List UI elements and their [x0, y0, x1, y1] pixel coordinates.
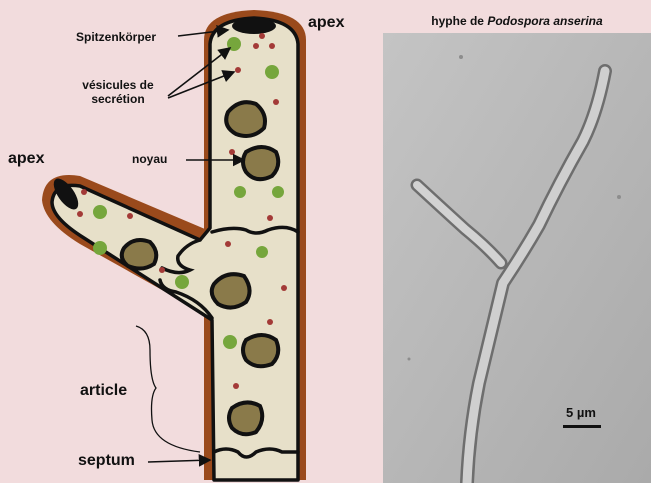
micrograph-title: hyphe de Podospora anserina — [383, 14, 651, 28]
article-label: article — [80, 382, 127, 400]
nucleus — [212, 274, 250, 307]
red-vesicle — [281, 285, 287, 291]
spitzenkorper-top — [232, 18, 276, 34]
green-vesicle — [93, 241, 107, 255]
green-vesicle — [93, 205, 107, 219]
nucleus — [229, 402, 262, 434]
vesicules-line1: vésicules de — [68, 78, 168, 92]
red-vesicle — [267, 319, 273, 325]
red-vesicle — [269, 43, 275, 49]
red-vesicle — [253, 43, 259, 49]
green-vesicle — [272, 186, 284, 198]
green-vesicle — [175, 275, 189, 289]
red-vesicle — [159, 267, 165, 273]
red-vesicle — [77, 211, 83, 217]
septum-label: septum — [78, 452, 135, 470]
article-bracket — [136, 326, 200, 452]
scale-bar — [563, 425, 601, 428]
red-vesicle — [81, 189, 87, 195]
apex-top-label: apex — [308, 14, 344, 32]
nucleus — [226, 102, 265, 136]
micrograph-title-prefix: hyphe de — [431, 14, 487, 28]
green-vesicle — [223, 335, 237, 349]
micrograph-title-species: Podospora anserina — [487, 14, 602, 28]
spitzenkorper-label: Spitzenkörper — [76, 30, 156, 44]
nucleus — [243, 147, 278, 179]
noyau-label: noyau — [132, 152, 167, 166]
green-vesicle — [256, 246, 268, 258]
red-vesicle — [259, 33, 265, 39]
red-vesicle — [267, 215, 273, 221]
vesicules-label: vésicules de secrétion — [68, 78, 168, 106]
apex-left-label: apex — [8, 150, 44, 168]
vesicules-line2: secrétion — [68, 92, 168, 106]
red-vesicle — [235, 67, 241, 73]
red-vesicle — [233, 383, 239, 389]
nucleus — [122, 240, 157, 269]
arrow-septum — [148, 460, 210, 462]
micrograph-image: 5 µm — [383, 33, 651, 483]
green-vesicle — [234, 186, 246, 198]
scale-label: 5 µm — [566, 405, 596, 420]
red-vesicle — [225, 241, 231, 247]
hypha-diagram — [0, 0, 380, 483]
nucleus — [243, 335, 278, 366]
red-vesicle — [127, 213, 133, 219]
red-vesicle — [229, 149, 235, 155]
green-vesicle — [265, 65, 279, 79]
red-vesicle — [273, 99, 279, 105]
